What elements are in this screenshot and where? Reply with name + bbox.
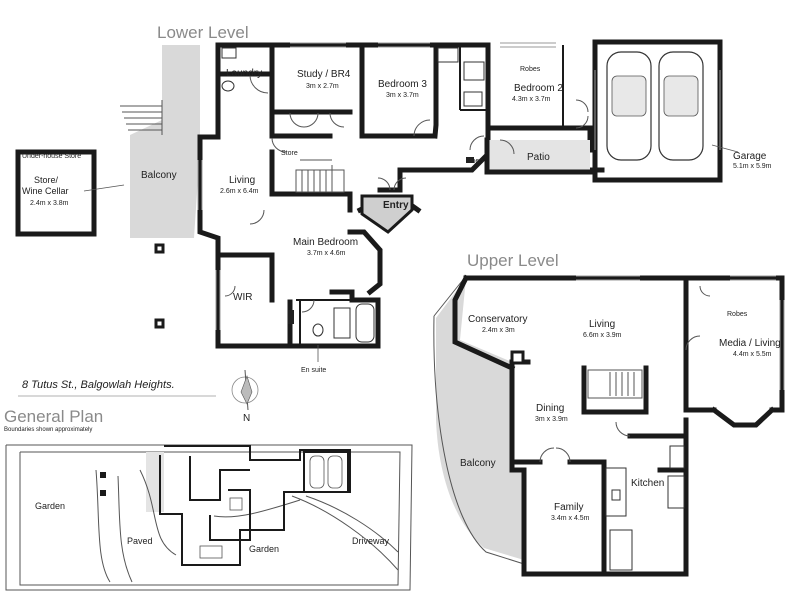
upper-wc: [609, 529, 633, 571]
upper-windows: [576, 275, 785, 390]
kitchen-cooktop: [667, 475, 685, 509]
lower-balcony-area: [130, 45, 200, 238]
kitchen-fixtures: [605, 445, 685, 571]
general-plan-subtitle: Boundaries shown approximately: [4, 427, 92, 433]
label-dining: Dining: [536, 403, 564, 414]
kitchen-fridge: [669, 445, 685, 469]
label-ensuite: En suite: [301, 367, 326, 374]
main-bedroom-bay: [347, 229, 383, 296]
label-kitchen: Kitchen: [631, 478, 664, 489]
label-living-upper: Living: [589, 319, 615, 330]
label-garage: Garage: [733, 151, 767, 162]
label-driveway: Driveway: [352, 536, 390, 546]
label-cellar-1: Store/: [34, 175, 59, 185]
garage-cars: [594, 51, 739, 161]
entry-area: [360, 194, 414, 234]
label-living-lower: Living: [229, 175, 255, 186]
upper-labels: Conservatory 2.4m x 3m Living 6.6m x 3.9…: [460, 311, 781, 522]
ensuite-bath: [355, 303, 375, 343]
upper-level-title: Upper Level: [467, 251, 559, 270]
label-conservatory: Conservatory: [468, 314, 527, 325]
media-bay: [710, 406, 776, 428]
ensuite-toilet: [312, 323, 324, 337]
address-label: 8 Tutus St., Balgowlah Heights.: [22, 379, 175, 391]
general-plan-title: General Plan: [4, 407, 103, 426]
site-plan: [5, 444, 413, 591]
lower-stairs: [295, 159, 345, 193]
upper-balcony-area: [436, 278, 524, 560]
label-study: Study / BR4: [297, 69, 351, 80]
compass-n: N: [243, 413, 250, 424]
label-living-upper-dim: 6.6m x 3.9m: [583, 332, 622, 339]
ensuite-shower: [333, 307, 351, 339]
site-labels: Garden Paved Garden Driveway: [35, 501, 390, 554]
balcony-edge: [433, 275, 525, 565]
lower-labels: Laundry Study / BR4 3m x 2.7m Bedroom 3 …: [22, 66, 772, 374]
label-bedroom2-dim: 4.3m x 3.7m: [512, 96, 551, 103]
linen-marker: [466, 157, 474, 163]
balcony-stairs: [120, 100, 163, 135]
label-main-bedroom: Main Bedroom: [293, 237, 358, 248]
lower-partitions: [272, 45, 564, 345]
north-compass: N: [231, 369, 259, 424]
label-robes-lower: Robes: [520, 66, 541, 73]
lower-door-swings: [224, 74, 589, 313]
label-garage-dim: 5.1m x 5.9m: [733, 163, 772, 170]
patio-area: [487, 140, 590, 172]
bath-vanity: [463, 91, 483, 107]
laundry-tub: [221, 47, 237, 59]
label-patio: Patio: [527, 152, 550, 163]
label-main-bedroom-dim: 3.7m x 4.6m: [307, 250, 346, 257]
upper-column: [510, 350, 525, 365]
pier-2: [154, 318, 165, 329]
patio-walls: [484, 137, 593, 175]
lower-fixtures: [221, 47, 485, 343]
label-paved: Paved: [127, 536, 153, 546]
cellar-leader: [83, 184, 125, 192]
label-family: Family: [554, 502, 583, 513]
label-underhouse: Under-house Store: [22, 153, 81, 160]
label-entry: Entry: [383, 200, 409, 211]
label-balcony-upper: Balcony: [460, 458, 496, 469]
label-family-dim: 3.4m x 4.5m: [551, 515, 590, 522]
label-living-lower-dim: 2.6m x 6.4m: [220, 188, 259, 195]
laundry-toilet: [221, 80, 235, 92]
label-bedroom3-dim: 3m x 3.7m: [386, 92, 419, 99]
upper-stairs: [587, 369, 643, 399]
bath-shower: [463, 61, 485, 81]
wine-cellar-walls: [15, 149, 97, 237]
label-media: Media / Living: [719, 338, 781, 349]
label-cellar-2: Wine Cellar: [22, 186, 69, 196]
label-balcony-lower: Balcony: [141, 170, 177, 181]
label-linen: Linen: [466, 158, 483, 165]
label-store: Store: [281, 150, 298, 157]
lower-windows: [197, 42, 556, 330]
label-garden-mid: Garden: [249, 544, 279, 554]
label-robes-upper: Robes: [727, 311, 748, 318]
pier-1: [154, 243, 165, 254]
label-laundry: Laundry: [226, 68, 262, 79]
bath-basin: [437, 47, 459, 63]
label-dining-dim: 3m x 3.9m: [535, 416, 568, 423]
lower-level-title: Lower Level: [157, 23, 249, 42]
label-study-dim: 3m x 2.7m: [306, 83, 339, 90]
label-bedroom2: Bedroom 2: [514, 83, 563, 94]
label-bedroom3: Bedroom 3: [378, 79, 427, 90]
kitchen-sink: [611, 489, 621, 501]
ensuite-vanity: [288, 310, 294, 324]
label-cellar-dim: 2.4m x 3.8m: [30, 200, 69, 207]
label-media-dim: 4.4m x 5.5m: [733, 351, 772, 358]
label-wir: WIR: [233, 292, 252, 303]
label-conservatory-dim: 2.4m x 3m: [482, 327, 515, 334]
label-garden-left: Garden: [35, 501, 65, 511]
upper-door-swings: [539, 285, 711, 463]
